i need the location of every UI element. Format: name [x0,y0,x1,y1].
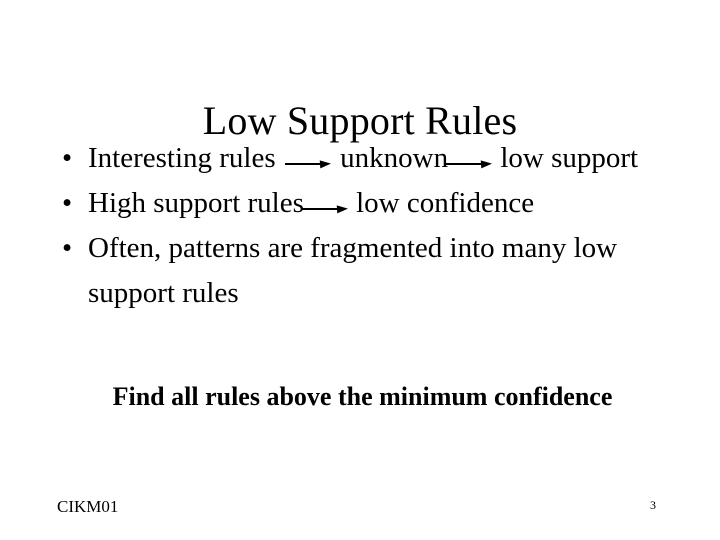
bullet-dot-icon: • [62,142,73,174]
list-item-text-part: unknown [332,142,449,174]
list-item-text-part: Often, patterns are fragmented into many… [88,232,618,309]
right-arrow-icon [284,156,332,169]
list-item-text-part: Interesting rules [88,142,283,174]
page-title: Low Support Rules [202,97,518,143]
page-number: 3 [650,498,656,512]
list-item: • High support rules low confidence [48,181,668,226]
right-arrow-icon [446,156,493,169]
bullet-dot-icon: • [62,232,73,264]
bullet-dot-icon: • [62,187,73,219]
bullet-list: • Interesting rules unknown low support … [48,136,668,316]
list-item-text-part: low confidence [348,187,535,219]
list-item: • Often, patterns are fragmented into ma… [48,226,668,316]
right-arrow-icon [301,201,349,214]
list-item: • Interesting rules unknown low support [48,136,668,181]
conclusion-statement: Find all rules above the minimum confide… [112,382,613,411]
footer-label: CIKM01 [57,497,119,516]
list-item-text-part: High support rules [88,187,304,219]
list-item-text-part: low support [493,142,639,174]
